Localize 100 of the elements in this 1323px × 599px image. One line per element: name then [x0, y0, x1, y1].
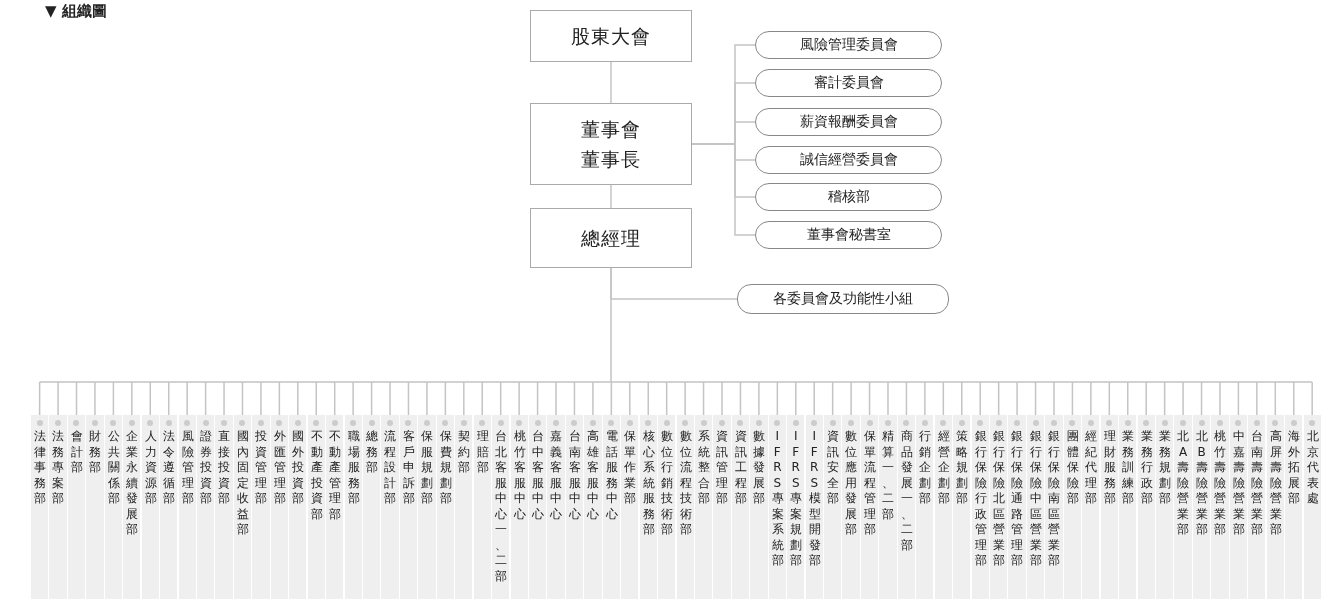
department-column: 財務部 — [86, 415, 104, 599]
department-column: 高雄客服中心 — [584, 415, 602, 599]
department-column: 國內固定收益部 — [233, 415, 252, 599]
connector-line — [518, 381, 520, 416]
box-label: 股東大會 — [571, 23, 651, 49]
committee-pill: 董事會秘書室 — [755, 221, 942, 249]
connector-line — [1163, 381, 1166, 416]
department-column: 保服規劃部 — [418, 415, 436, 599]
department-column: 電話服務中心 — [602, 415, 620, 599]
connector-line — [481, 381, 483, 416]
department-column: 台南客服中心 — [565, 415, 584, 599]
connector-line — [444, 381, 447, 416]
connector-line — [997, 381, 1000, 416]
connector-line — [868, 381, 871, 416]
connector-line — [94, 381, 96, 416]
connector-line — [499, 381, 502, 416]
department-column: IFRS模型開發部 — [805, 415, 823, 599]
department-column: 台北客服中心一、二部 — [492, 415, 510, 599]
department-column: 精算一、二部 — [879, 415, 897, 599]
connector-line — [684, 381, 686, 416]
connector-line — [739, 381, 742, 416]
connector-line — [1071, 381, 1074, 416]
connector-line — [131, 381, 133, 416]
committee-pill: 稽核部 — [755, 183, 942, 211]
department-column: 數位流程技術部 — [676, 415, 694, 599]
department-column: 銀行保險通路管理部 — [1008, 415, 1026, 599]
connector-line — [333, 381, 336, 416]
connector-line — [463, 381, 465, 416]
connector-line — [850, 381, 852, 416]
connector-line — [665, 381, 668, 416]
connector-line — [1200, 381, 1203, 416]
connector-line — [905, 381, 908, 416]
connector-line — [979, 381, 981, 416]
department-column: 中嘉壽險營業部 — [1229, 415, 1247, 599]
connector-line — [1034, 381, 1037, 416]
committee-pill: 各委員會及功能性小組 — [737, 284, 949, 314]
department-column: 嘉義客服中心 — [547, 415, 565, 599]
connector-line — [389, 381, 391, 416]
department-column: 銀行保險行政管理部 — [971, 415, 989, 599]
connector-line — [1293, 381, 1295, 416]
department-column: 台中客服中心 — [528, 415, 547, 599]
department-column: 核心系統服務部 — [639, 415, 657, 599]
connector-line — [610, 267, 738, 300]
department-column: 理賠部 — [473, 415, 491, 599]
department-column: 總務部 — [362, 415, 381, 599]
connector-line — [112, 381, 115, 416]
connector-line — [1090, 381, 1092, 416]
connector-line — [352, 381, 354, 416]
committee-pill: 薪資報酬委員會 — [755, 108, 942, 136]
box-label: 董事長 — [581, 147, 641, 172]
box-label: 董事會 — [581, 116, 641, 142]
department-column: IFRS專案系統部 — [768, 415, 786, 599]
connector-line — [887, 381, 889, 416]
connector-line — [647, 381, 649, 416]
connector-line — [813, 381, 815, 416]
connector-line — [691, 143, 756, 236]
connector-line — [1219, 381, 1221, 416]
department-column: 契約部 — [455, 415, 473, 599]
department-column: 企業永續發展部 — [123, 415, 141, 599]
department-column: 數據發展部 — [750, 415, 768, 599]
department-column: 經營企劃部 — [934, 415, 952, 599]
connector-line — [186, 381, 188, 416]
department-column: 系統整合部 — [694, 415, 713, 599]
connector-line — [758, 381, 760, 416]
department-column: 商品發展一、二部 — [897, 415, 916, 599]
department-column: 資訊管理部 — [713, 415, 731, 599]
org-box — [530, 208, 692, 268]
connector-line — [610, 184, 612, 209]
connector-line — [167, 381, 170, 416]
connector-line — [223, 381, 225, 416]
connector-line — [297, 381, 299, 416]
connector-line — [721, 381, 723, 416]
connector-line — [1016, 381, 1018, 416]
connector-line — [536, 381, 539, 416]
org-box — [530, 10, 692, 62]
department-column: 保單作業部 — [621, 415, 639, 599]
connector-line — [1053, 381, 1055, 416]
box-label: 總經理 — [581, 225, 641, 251]
connector-line — [260, 381, 262, 416]
department-column: 保單流程管理部 — [860, 415, 879, 599]
department-column: 保費規劃部 — [436, 415, 454, 599]
connector-line — [149, 381, 152, 416]
department-column: 業務訓練部 — [1119, 415, 1137, 599]
department-column: 法務專案部 — [49, 415, 67, 599]
connector-line — [610, 381, 613, 416]
department-column: 投資管理部 — [252, 415, 270, 599]
connector-line — [924, 381, 926, 416]
connector-line — [370, 381, 373, 416]
connector-line — [1237, 381, 1240, 416]
department-column: 人力資源部 — [141, 415, 159, 599]
department-column: 桃竹客服中心 — [510, 415, 528, 599]
connector-line — [1127, 381, 1129, 416]
connector-line — [75, 381, 78, 416]
connector-line — [241, 381, 244, 416]
department-column: 銀行保險中區營業部 — [1026, 415, 1045, 599]
connector-line — [573, 381, 576, 416]
connector-line — [1182, 381, 1184, 416]
department-column: 台南壽險營業部 — [1248, 415, 1266, 599]
department-column: 直接投資部 — [215, 415, 233, 599]
department-column: IFRS專案規劃部 — [787, 415, 805, 599]
